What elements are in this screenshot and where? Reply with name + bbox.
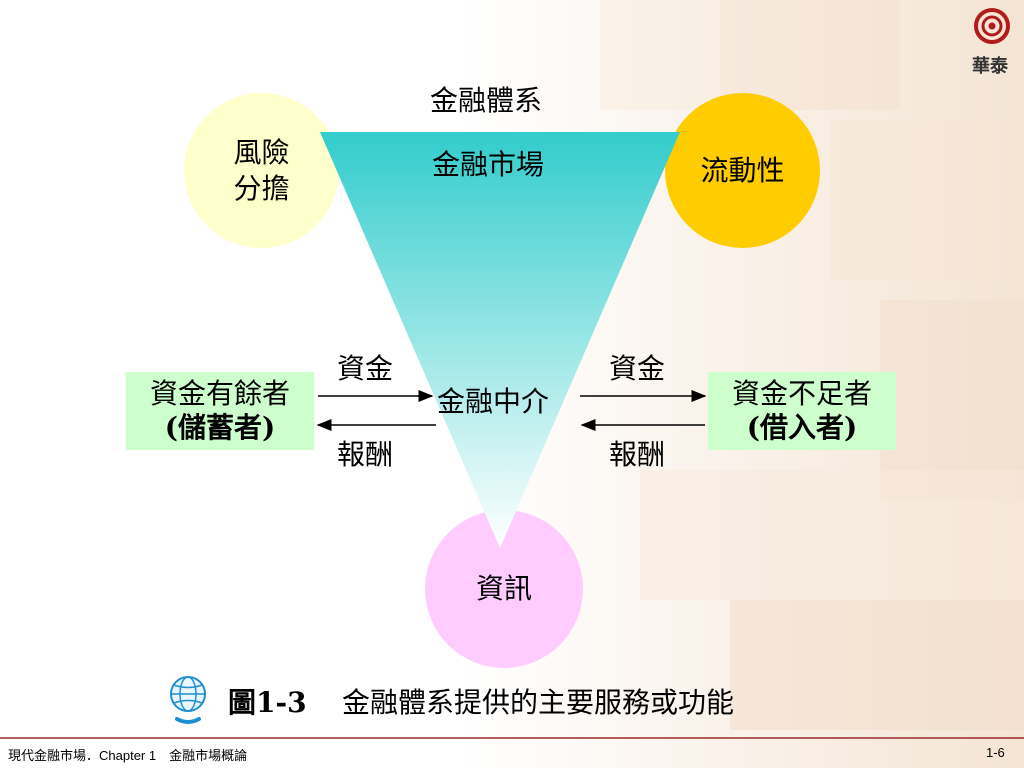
- deficit-unit-sublabel: (借入者): [746, 411, 858, 444]
- deficit-unit-box: 資金不足者 (借入者): [708, 372, 896, 450]
- right-funds-label: 資金: [609, 352, 666, 385]
- logo-rings-icon: [974, 8, 1010, 44]
- figure-title: 金融體系提供的主要服務或功能: [342, 686, 735, 719]
- financial-intermediary-label: 金融中介: [437, 385, 550, 418]
- surplus-unit-label: 資金有餘者: [149, 377, 290, 410]
- risk-sharing-label-line1: 風險: [233, 135, 290, 169]
- financial-system-triangle: [320, 132, 680, 548]
- logo-text: 華泰: [972, 56, 1008, 77]
- financial-system-label: 金融體系: [430, 84, 543, 117]
- surplus-unit-box: 資金有餘者 (儲蓄者): [126, 372, 314, 450]
- deficit-unit-label: 資金不足者: [731, 377, 872, 410]
- information-label: 資訊: [475, 572, 532, 605]
- footer-course-title: 現代金融市場．Chapter 1 金融市場概論: [8, 748, 248, 763]
- risk-sharing-circle: 風險 分擔: [184, 93, 339, 248]
- risk-sharing-label-line2: 分擔: [233, 171, 290, 205]
- page-number: 1-6: [986, 745, 1005, 760]
- liquidity-label: 流動性: [700, 153, 785, 187]
- left-funds-label: 資金: [337, 352, 394, 385]
- left-return-label: 報酬: [337, 438, 394, 471]
- publisher-logo: 華泰: [962, 6, 1018, 77]
- globe-icon: [170, 676, 206, 724]
- surplus-unit-sublabel: (儲蓄者): [164, 411, 276, 444]
- figure-number: 圖1-3: [228, 686, 307, 719]
- financial-market-label: 金融市場: [432, 148, 545, 181]
- liquidity-circle: 流動性: [665, 93, 820, 248]
- right-return-label: 報酬: [609, 438, 666, 471]
- information-circle: 資訊: [425, 510, 583, 668]
